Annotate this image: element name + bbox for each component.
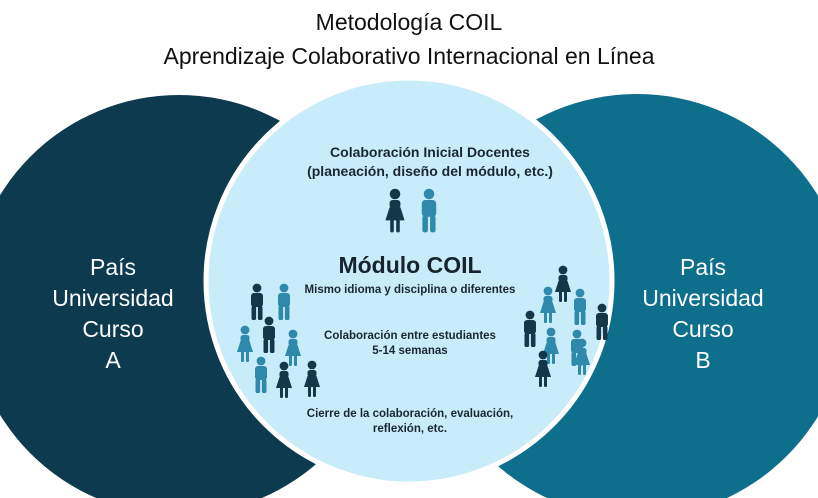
university-label: Universidad (642, 285, 764, 311)
left-circle-label: País Universidad Curso A (38, 252, 188, 376)
diagram-title: Metodología COIL (315, 9, 503, 35)
country-label: País (679, 254, 727, 280)
module-title: Módulo COIL (338, 252, 482, 278)
teacher-collab-subtitle: (planeación, diseño del módulo, etc.) (307, 163, 553, 179)
course-label: Curso (82, 316, 144, 342)
teacher-collab-title: Colaboración Inicial Docentes (330, 144, 530, 160)
closing-label-line2: reflexión, etc. (372, 423, 448, 435)
closing-label-line1: Cierre de la colaboración, evaluación, (306, 408, 514, 420)
course-label: Curso (672, 316, 734, 342)
side-letter: A (105, 347, 121, 373)
module-subtitle: Mismo idioma y disciplina o diferentes (304, 284, 516, 296)
right-circle-label: País Universidad Curso B (628, 252, 778, 376)
university-label: Universidad (52, 285, 174, 311)
students-duration-label: 5-14 semanas (372, 345, 448, 357)
diagram-subtitle: Aprendizaje Colaborativo Internacional e… (163, 43, 655, 69)
side-letter: B (695, 347, 711, 373)
students-collab-label: Colaboración entre estudiantes (324, 330, 496, 342)
country-label: País (89, 254, 137, 280)
